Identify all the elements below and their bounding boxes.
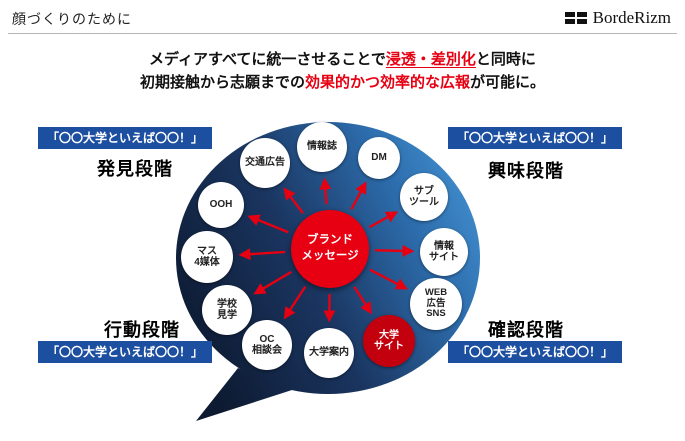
- lead-1-post: と同時に: [475, 51, 536, 68]
- media-node-school-visit: 学校 見学: [202, 285, 252, 335]
- media-node-label: 大学 サイト: [374, 329, 404, 353]
- media-node-label: 情報誌: [307, 141, 337, 153]
- media-node-univ-site: 大学 サイト: [363, 315, 415, 367]
- stage-discovery: 発見段階: [97, 159, 173, 179]
- brand-message-node: ブランド メッセージ: [291, 210, 369, 288]
- media-node-webad-sns: WEB 広告 SNS: [410, 278, 462, 330]
- brand-logo-icon: [564, 12, 587, 24]
- media-node-label: DM: [371, 152, 387, 164]
- media-node-label: OOH: [209, 199, 233, 211]
- radiating-arrows: [238, 177, 415, 323]
- media-node-univ-guide: 大学案内: [304, 328, 354, 378]
- media-node-subtool: サブ ツール: [400, 173, 448, 221]
- media-node-dm: DM: [358, 137, 400, 179]
- media-node-label: 大学案内: [309, 347, 349, 359]
- stage-interest: 興味段階: [488, 161, 564, 181]
- stage-action: 行動段階: [104, 320, 180, 340]
- lead-2-pre: 初期接触から志願までの: [139, 74, 305, 92]
- lead-line-1: メディアすべてに統一させることで浸透・差別化と同時に: [0, 48, 685, 71]
- media-node-label: WEB 広告 SNS: [424, 286, 448, 320]
- media-node-label: 学校 見学: [217, 298, 237, 322]
- lead-1-highlight: 浸透・差別化: [385, 51, 476, 68]
- media-node-label: サブ ツール: [409, 185, 439, 209]
- media-node-label: OC 相談会: [252, 333, 282, 357]
- lead-2-highlight: 効果的かつ効率的な広報: [304, 74, 470, 92]
- media-node-infosite: 情報 サイト: [420, 228, 468, 276]
- quote-bottom-right: 「〇〇大学といえば〇〇！」: [448, 341, 623, 363]
- media-node-oc: OC 相談会: [242, 320, 292, 370]
- quote-top-left: 「〇〇大学といえば〇〇！」: [38, 127, 213, 149]
- lead-line-2: 初期接触から志願までの効果的かつ効率的な広報が可能に。: [0, 71, 685, 94]
- quote-top-right: 「〇〇大学といえば〇〇！」: [448, 127, 623, 149]
- quote-bottom-left: 「〇〇大学といえば〇〇！」: [38, 341, 213, 363]
- media-node-ooh: OOH: [198, 182, 244, 228]
- lead-2-post: が可能に。: [470, 74, 546, 92]
- media-node-transit-ad: 交通広告: [240, 138, 290, 188]
- media-node-label: マス 4媒体: [194, 245, 220, 269]
- lead-text: メディアすべてに統一させることで浸透・差別化と同時に 初期接触から志願までの効果…: [0, 48, 685, 95]
- media-node-johoshi: 情報誌: [297, 122, 347, 172]
- brand-message-label: ブランド メッセージ: [301, 234, 359, 262]
- stage-confirm: 確認段階: [488, 320, 564, 340]
- media-node-label: 情報 サイト: [429, 240, 459, 264]
- page-title: 顔づくりのために: [12, 11, 132, 27]
- brand-logo: BordeRizm: [564, 8, 671, 28]
- brand-logo-text: BordeRizm: [592, 8, 671, 27]
- media-node-mass4: マス 4媒体: [181, 231, 233, 283]
- header-divider: [8, 33, 677, 34]
- lead-1-pre: メディアすべてに統一させることで: [149, 51, 386, 68]
- media-node-label: 交通広告: [245, 157, 285, 169]
